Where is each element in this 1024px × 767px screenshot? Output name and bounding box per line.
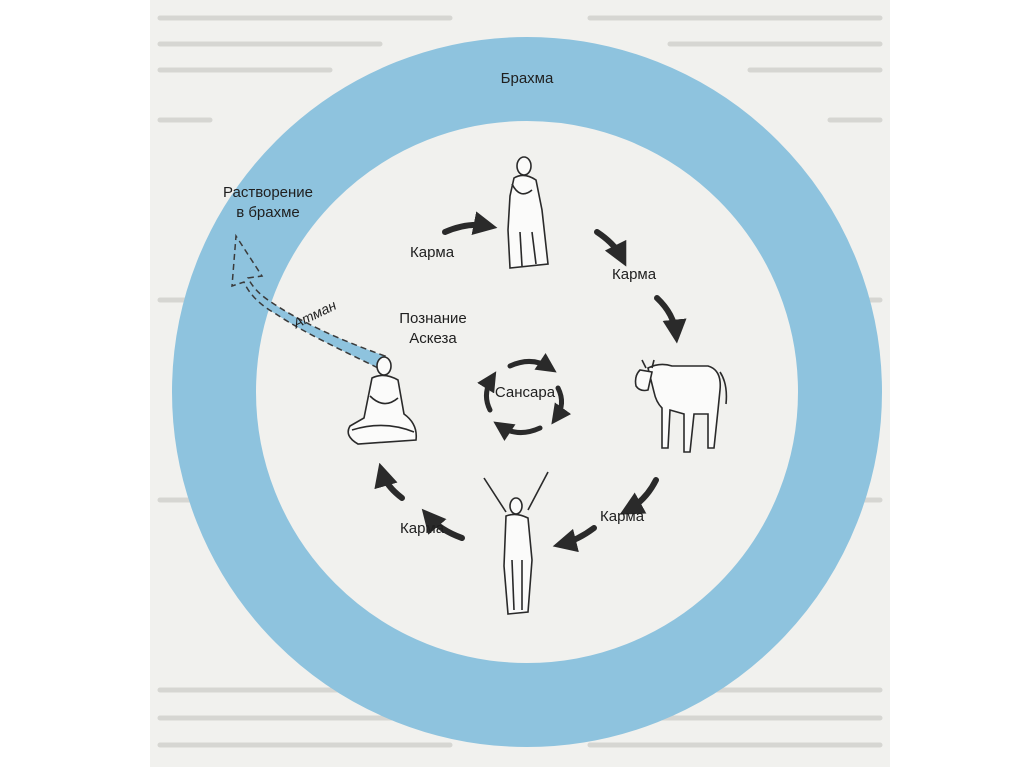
cycle-arrow-lower-right bbox=[619, 477, 659, 515]
samsara-arrow-bottom bbox=[493, 421, 543, 441]
meditating-person-figure bbox=[347, 356, 418, 445]
samsara-arrow-left bbox=[477, 371, 497, 413]
cycle-arrow-top-left bbox=[442, 211, 498, 235]
person-raising-arms-figure bbox=[483, 471, 549, 615]
brahma-ring bbox=[172, 37, 882, 747]
knowledge-label-line-2: Аскеза bbox=[409, 330, 457, 347]
karma-label-top-right: Карма bbox=[612, 266, 657, 283]
cycle-arrow-top-right bbox=[594, 229, 627, 267]
cow-figure bbox=[634, 359, 728, 453]
samsara-arrow-right bbox=[551, 385, 572, 425]
dissolution-label-line-1: Растворение bbox=[222, 184, 314, 201]
dissolution-label-line-2: в брахме bbox=[236, 204, 300, 221]
cycle-arrow-bottom-right bbox=[552, 525, 597, 553]
standing-person-figure bbox=[507, 156, 549, 269]
brahma-label: Брахма bbox=[500, 70, 554, 87]
cycle-arrow-right bbox=[654, 295, 687, 344]
karma-label-bottom-right: Карма bbox=[600, 508, 645, 525]
samsara-arrow-top bbox=[507, 353, 557, 373]
cycle-arrow-bottom-left bbox=[421, 508, 465, 541]
cycle-arrow-left bbox=[374, 462, 405, 501]
samsara-label: Сансара bbox=[494, 384, 556, 401]
karma-label-top-left: Карма bbox=[410, 244, 455, 261]
knowledge-label-line-1: Познание bbox=[399, 310, 467, 327]
atman-arrow bbox=[231, 233, 387, 369]
karma-label-bottom-left: Карма bbox=[400, 520, 445, 537]
